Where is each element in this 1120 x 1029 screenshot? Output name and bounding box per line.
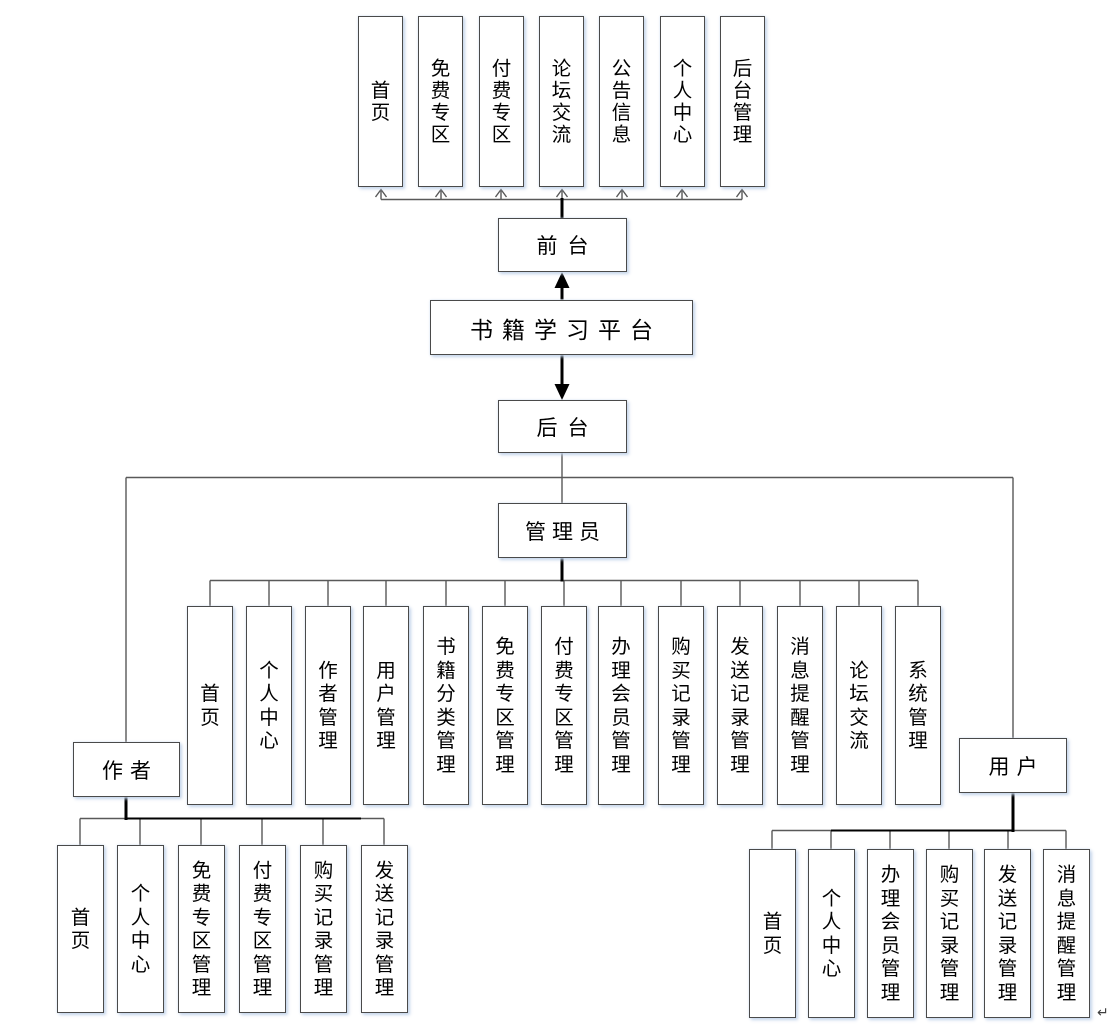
node-label: 购 买 记 录 管 理 — [313, 858, 334, 1000]
node-label: 免 费 专 区 管 理 — [191, 858, 212, 1000]
role-branch-bus — [125, 476, 1014, 742]
frontend-stems — [380, 190, 743, 200]
user-child-node: 发 送 记 录 管 理 — [984, 849, 1031, 1018]
node-label: 论 坛 交 流 — [551, 56, 572, 146]
frontend-arrowheads — [374, 188, 749, 198]
node-label: 首 页 — [70, 905, 91, 953]
node-label: 发 送 记 录 管 理 — [374, 858, 395, 1000]
node-label: 首 页 — [200, 682, 220, 729]
node-label: 办 理 会 员 管 理 — [880, 863, 901, 1004]
frontend-child-node: 免 费 专 区 — [418, 16, 463, 187]
node-label: 个 人 中 心 — [130, 882, 151, 976]
user-child-node: 首 页 — [749, 849, 796, 1018]
arrow-down-to-backend — [554, 384, 570, 400]
node-root-platform: 书籍学习平台 — [430, 300, 693, 355]
bus-dark-segments — [126, 817, 1013, 832]
node-user: 用户 — [959, 738, 1067, 793]
node-label: 购 买 记 录 管 理 — [671, 635, 691, 776]
user-child-node: 消 息 提 醒 管 理 — [1043, 849, 1090, 1018]
admin-child-node: 发 送 记 录 管 理 — [717, 606, 763, 805]
node-admin: 管理员 — [498, 503, 627, 558]
frontend-child-node: 后 台 管 理 — [720, 16, 765, 187]
author-child-node: 首 页 — [57, 845, 104, 1013]
admin-child-node: 购 买 记 录 管 理 — [658, 606, 704, 805]
admin-child-node: 消 息 提 醒 管 理 — [777, 606, 823, 805]
node-label: 管理员 — [525, 519, 606, 544]
user-child-node: 购 买 记 录 管 理 — [926, 849, 973, 1018]
admin-child-node: 系 统 管 理 — [895, 606, 941, 805]
author-child-node: 购 买 记 录 管 理 — [300, 845, 347, 1013]
node-label: 消 息 提 醒 管 理 — [1056, 863, 1077, 1004]
node-label: 书 籍 分 类 管 理 — [436, 635, 456, 776]
admin-child-node: 首 页 — [187, 606, 233, 805]
node-backend: 后台 — [498, 400, 627, 453]
node-label: 后 台 管 理 — [732, 56, 753, 146]
node-author: 作者 — [73, 742, 180, 797]
author-child-node: 个 人 中 心 — [117, 845, 164, 1013]
node-label: 书籍学习平台 — [470, 317, 662, 344]
admin-child-node: 书 籍 分 类 管 理 — [423, 606, 469, 805]
node-label: 用户 — [988, 754, 1045, 779]
admin-child-node: 办 理 会 员 管 理 — [598, 606, 644, 805]
node-label: 发 送 记 录 管 理 — [997, 863, 1018, 1004]
frontend-child-node: 论 坛 交 流 — [539, 16, 584, 187]
admin-child-node: 付 费 专 区 管 理 — [541, 606, 587, 805]
line-break-mark: ↵ — [1097, 1005, 1109, 1021]
node-label: 前台 — [536, 234, 599, 258]
node-label: 系 统 管 理 — [908, 658, 928, 753]
node-label: 用 户 管 理 — [376, 658, 396, 753]
node-label: 免 费 专 区 管 理 — [495, 635, 515, 776]
frontend-child-node: 公 告 信 息 — [599, 16, 644, 187]
node-label: 首 页 — [370, 78, 391, 124]
thick-connectors — [124, 198, 1015, 832]
node-label: 付 费 专 区 管 理 — [554, 635, 574, 776]
node-label: 付 费 专 区 管 理 — [252, 858, 273, 1000]
node-label: 首 页 — [762, 910, 783, 957]
node-label: 作 者 管 理 — [318, 658, 338, 753]
node-label: 发 送 记 录 管 理 — [730, 635, 750, 776]
node-label: 办 理 会 员 管 理 — [611, 635, 631, 776]
admin-child-node: 作 者 管 理 — [305, 606, 351, 805]
user-stems — [771, 830, 1067, 849]
arrow-up-to-frontend — [554, 272, 570, 288]
node-label: 个 人 中 心 — [821, 886, 842, 981]
frontend-child-node: 首 页 — [358, 16, 403, 187]
admin-child-node: 论 坛 交 流 — [836, 606, 882, 805]
node-label: 作者 — [102, 758, 158, 783]
author-stems — [79, 818, 385, 845]
node-label: 免 费 专 区 — [430, 56, 451, 146]
node-label: 论 坛 交 流 — [849, 658, 869, 753]
user-child-node: 个 人 中 心 — [808, 849, 855, 1018]
node-label: 后台 — [536, 415, 599, 440]
frontend-child-node: 个 人 中 心 — [660, 16, 705, 187]
author-child-node: 免 费 专 区 管 理 — [178, 845, 225, 1013]
admin-child-node: 用 户 管 理 — [363, 606, 409, 805]
node-label: 个 人 中 心 — [672, 56, 693, 146]
admin-stems — [209, 580, 919, 606]
node-label: 购 买 记 录 管 理 — [939, 863, 960, 1004]
admin-child-node: 免 费 专 区 管 理 — [482, 606, 528, 805]
admin-child-node: 个 人 中 心 — [246, 606, 292, 805]
author-child-node: 付 费 专 区 管 理 — [239, 845, 286, 1013]
node-label: 个 人 中 心 — [259, 658, 279, 753]
frontend-child-node: 付 费 专 区 — [479, 16, 524, 187]
node-frontend: 前台 — [498, 218, 627, 272]
node-label: 公 告 信 息 — [611, 56, 632, 146]
user-child-node: 办 理 会 员 管 理 — [867, 849, 914, 1018]
arrowheads — [554, 272, 570, 400]
node-label: 付 费 专 区 — [491, 56, 512, 146]
node-label: 消 息 提 醒 管 理 — [790, 635, 810, 776]
author-child-node: 发 送 记 录 管 理 — [361, 845, 408, 1013]
